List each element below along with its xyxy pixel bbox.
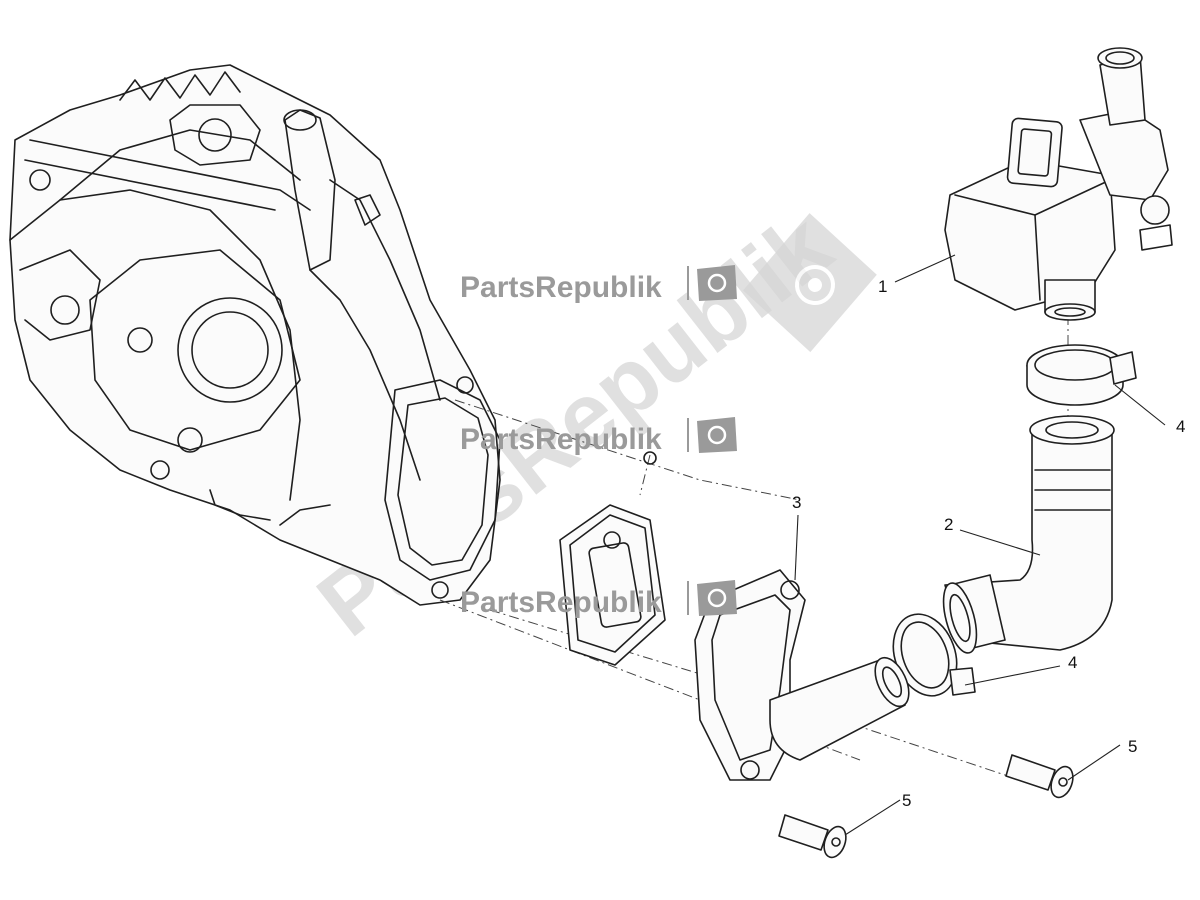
callout-labels: 1 2 3 4 4 5 5 xyxy=(792,277,1185,810)
watermark-small-top: PartsRepublik xyxy=(460,265,737,304)
callout-1: 1 xyxy=(878,277,887,296)
gear-icon xyxy=(697,417,737,453)
part-3-flange xyxy=(694,569,910,781)
watermark-small-middle-text: PartsRepublik xyxy=(460,423,662,456)
callout-3: 3 xyxy=(792,493,801,512)
gear-icon xyxy=(697,265,737,301)
leader-lines xyxy=(794,254,1166,836)
reed-valve-gasket xyxy=(559,451,666,666)
callout-4-upper: 4 xyxy=(1176,417,1185,436)
callout-5-lower: 5 xyxy=(902,791,911,810)
part-5-screw-lower xyxy=(778,814,847,859)
gear-icon xyxy=(697,580,737,616)
callout-2: 2 xyxy=(944,515,953,534)
part-1-valve xyxy=(944,47,1173,321)
cylinder-head xyxy=(9,64,501,606)
part-2-elbow-hose xyxy=(942,415,1115,654)
callout-4-lower: 4 xyxy=(1068,653,1077,672)
watermark-small-top-text: PartsRepublik xyxy=(460,271,662,304)
watermark-small-bottom: PartsRepublik xyxy=(460,580,737,619)
part-4-clamp-lower xyxy=(892,613,976,697)
part-4-clamp-upper xyxy=(1026,344,1137,406)
watermark-small-bottom-text: PartsRepublik xyxy=(460,586,662,619)
watermark-large-logo-icon xyxy=(743,213,877,353)
callout-5-upper: 5 xyxy=(1128,737,1137,756)
watermark-small-middle: PartsRepublik xyxy=(460,417,737,456)
part-5-screw-upper xyxy=(1005,754,1074,799)
